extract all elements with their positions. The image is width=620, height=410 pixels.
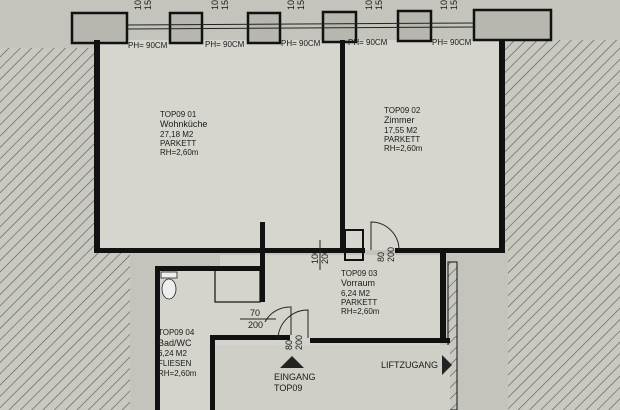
- svg-text:PARKETT: PARKETT: [341, 298, 377, 307]
- svg-text:200: 200: [386, 247, 396, 262]
- svg-text:RH=2,60m: RH=2,60m: [158, 369, 197, 378]
- sill-height-1: PH= 90CM: [128, 41, 168, 50]
- svg-text:Vorraum: Vorraum: [341, 278, 375, 288]
- svg-text:Wohnküche: Wohnküche: [160, 119, 207, 129]
- window-row: [70, 8, 553, 45]
- svg-text:80: 80: [376, 252, 386, 262]
- toilet-icon: [160, 271, 178, 300]
- svg-text:Bad/WC: Bad/WC: [158, 338, 192, 348]
- svg-text:TOP09 03: TOP09 03: [341, 269, 378, 278]
- svg-text:80: 80: [284, 340, 294, 350]
- svg-text:6,24 M2: 6,24 M2: [158, 349, 187, 358]
- svg-text:200: 200: [248, 320, 263, 330]
- svg-text:FLIESEN: FLIESEN: [158, 359, 192, 368]
- svg-text:15: 15: [296, 0, 306, 10]
- room-label-bad: TOP09 04 Bad/WC 6,24 M2 FLIESEN RH=2,60m: [158, 328, 197, 378]
- entrance-arrow-icon: [280, 356, 304, 368]
- room-zimmer: [345, 40, 500, 250]
- door-dimension-1: 100 200: [310, 240, 330, 270]
- svg-text:PARKETT: PARKETT: [160, 139, 196, 148]
- sill-height-5: PH= 90CM: [432, 38, 472, 47]
- entrance-unit-label: TOP09: [274, 383, 302, 393]
- svg-text:15: 15: [220, 0, 230, 10]
- entrance-label: EINGANG: [274, 372, 316, 382]
- window-dim-5: 10: [439, 0, 449, 10]
- svg-text:15: 15: [143, 0, 153, 10]
- svg-text:200: 200: [320, 249, 330, 264]
- svg-text:15: 15: [449, 0, 459, 10]
- window-dimensions: 10 15 10 15 10 15 10 15 10 15 PH= 90CM P…: [128, 0, 472, 50]
- door-dimension-4: 80 200: [284, 335, 304, 350]
- lift-arrow-icon: [442, 355, 452, 375]
- lift-access-label: LIFTZUGANG: [381, 360, 438, 370]
- svg-text:17,55 M2: 17,55 M2: [384, 126, 418, 135]
- window-dim-3: 10: [286, 0, 296, 10]
- svg-text:15: 15: [374, 0, 384, 10]
- door-dimension-3: 70 200: [240, 308, 276, 330]
- walls: [94, 40, 505, 410]
- svg-text:27,18 M2: 27,18 M2: [160, 130, 194, 139]
- sill-height-4: PH= 90CM: [348, 38, 388, 47]
- svg-text:PARKETT: PARKETT: [384, 135, 420, 144]
- svg-text:6,24 M2: 6,24 M2: [341, 289, 370, 298]
- room-wohnkueche: [100, 40, 340, 250]
- svg-text:TOP09 01: TOP09 01: [160, 110, 197, 119]
- window-dim-1: 10: [133, 0, 143, 10]
- sill-height-3: PH= 90CM: [281, 39, 321, 48]
- svg-text:TOP09 04: TOP09 04: [158, 328, 195, 337]
- lift-wall: [447, 261, 458, 410]
- svg-text:Zimmer: Zimmer: [384, 115, 415, 125]
- svg-text:TOP09 02: TOP09 02: [384, 106, 421, 115]
- svg-text:70: 70: [250, 308, 260, 318]
- svg-text:RH=2,60m: RH=2,60m: [160, 148, 199, 157]
- room-label-vorraum: TOP09 03 Vorraum 6,24 M2 PARKETT RH=2,60…: [341, 269, 380, 316]
- door-dimension-2: 80 200: [376, 247, 396, 262]
- svg-text:RH=2,60m: RH=2,60m: [341, 307, 380, 316]
- svg-text:200: 200: [294, 335, 304, 350]
- window-dim-4: 10: [364, 0, 374, 10]
- room-label-zimmer: TOP09 02 Zimmer 17,55 M2 PARKETT RH=2,60…: [384, 106, 423, 153]
- exterior-hatch-right: [505, 40, 620, 410]
- corridor: [210, 345, 450, 410]
- room-label-wohnkueche: TOP09 01 Wohnküche 27,18 M2 PARKETT RH=2…: [160, 110, 207, 157]
- window-dim-2: 10: [210, 0, 220, 10]
- svg-text:RH=2,60m: RH=2,60m: [384, 144, 423, 153]
- sill-height-2: PH= 90CM: [205, 40, 245, 49]
- svg-text:100: 100: [310, 249, 320, 264]
